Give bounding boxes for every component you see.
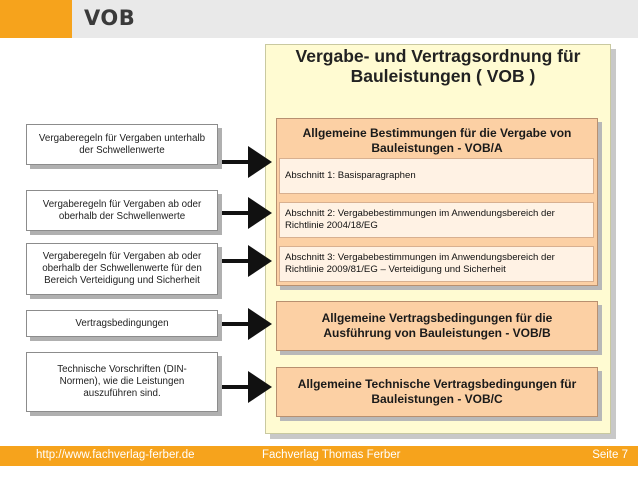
header-bar: VOB — [0, 0, 638, 38]
vob-b-title-line2: Ausführung von Bauleistungen - VOB/B — [323, 326, 551, 340]
vob-a-section-1-line1: Abschnitt 1: Basisparagraphen — [285, 170, 416, 181]
left-box-5-line3: auszuführen sind. — [83, 388, 161, 399]
left-box-3-line3: Bereich Verteidigung und Sicherheit — [44, 275, 200, 286]
vob-c-box: Allgemeine Technische Vertragsbedingunge… — [276, 367, 598, 417]
vob-a-section-2: Abschnitt 2: Vergabebestimmungen im Anwe… — [279, 202, 594, 238]
vob-a-section-1: Abschnitt 1: Basisparagraphen — [279, 158, 594, 194]
left-box-5: Technische Vorschriften (DIN- Normen), w… — [26, 352, 218, 412]
left-box-4: Vertragsbedingungen — [26, 310, 218, 337]
slide-title: VOB — [84, 6, 136, 30]
left-box-2-line1: Vergaberegeln für Vergaben ab oder — [42, 198, 202, 210]
vob-c-title-line2: Bauleistungen - VOB/C — [371, 392, 503, 406]
vob-a-title-line2: Bauleistungen - VOB/A — [371, 141, 503, 155]
left-box-1-line2: der Schwellenwerte — [79, 144, 165, 156]
vob-c-title-line1: Allgemeine Technische Vertragsbedingunge… — [297, 377, 577, 391]
vob-a-section-3-line1: Abschnitt 3: Vergabebestimmungen im Anwe… — [285, 252, 555, 263]
vob-a-title-line1: Allgemeine Bestimmungen für die Vergabe … — [302, 126, 572, 140]
left-box-5-line1: Technische Vorschriften (DIN- — [57, 364, 187, 375]
left-box-2-line2: oberhalb der Schwellenwerte — [58, 210, 186, 222]
vob-main-title-line1: Vergabe- und Vertragsordnung für — [295, 46, 581, 66]
left-box-5-line2: Normen), wie die Leistungen — [59, 376, 185, 387]
vob-a-section-3: Abschnitt 3: Vergabebestimmungen im Anwe… — [279, 246, 594, 282]
footer-page-number: Seite 7 — [592, 449, 628, 461]
left-box-2: Vergaberegeln für Vergaben ab oder oberh… — [26, 190, 218, 231]
left-box-3-line1: Vergaberegeln für Vergaben ab oder — [42, 251, 202, 262]
vob-a-section-3-line2: Richtlinie 2009/81/EG – Verteidigung und… — [285, 264, 506, 275]
vob-a-section-2-line1: Abschnitt 2: Vergabebestimmungen im Anwe… — [285, 208, 555, 219]
vob-main-title: Vergabe- und Vertragsordnung für Bauleis… — [265, 46, 611, 86]
vob-b-box: Allgemeine Vertragsbedingungen für die A… — [276, 301, 598, 351]
footer-publisher: Fachverlag Thomas Ferber — [262, 449, 401, 461]
left-box-3-line2: oberhalb der Schwellenwerte für den — [42, 263, 202, 274]
vob-b-title-line1: Allgemeine Vertragsbedingungen für die — [321, 311, 553, 325]
left-box-1: Vergaberegeln für Vergaben unterhalb der… — [26, 124, 218, 165]
left-box-1-line1: Vergaberegeln für Vergaben unterhalb — [38, 132, 206, 144]
header-accent — [0, 0, 72, 38]
footer-url[interactable]: http://www.fachverlag-ferber.de — [36, 449, 195, 461]
footer-bar: http://www.fachverlag-ferber.de Fachverl… — [0, 446, 638, 466]
vob-main-title-line2: Bauleistungen ( VOB ) — [350, 66, 536, 86]
left-box-3: Vergaberegeln für Vergaben ab oder oberh… — [26, 243, 218, 295]
vob-a-section-2-line2: Richtlinie 2004/18/EG — [285, 220, 378, 231]
left-box-4-line1: Vertragsbedingungen — [75, 317, 169, 329]
